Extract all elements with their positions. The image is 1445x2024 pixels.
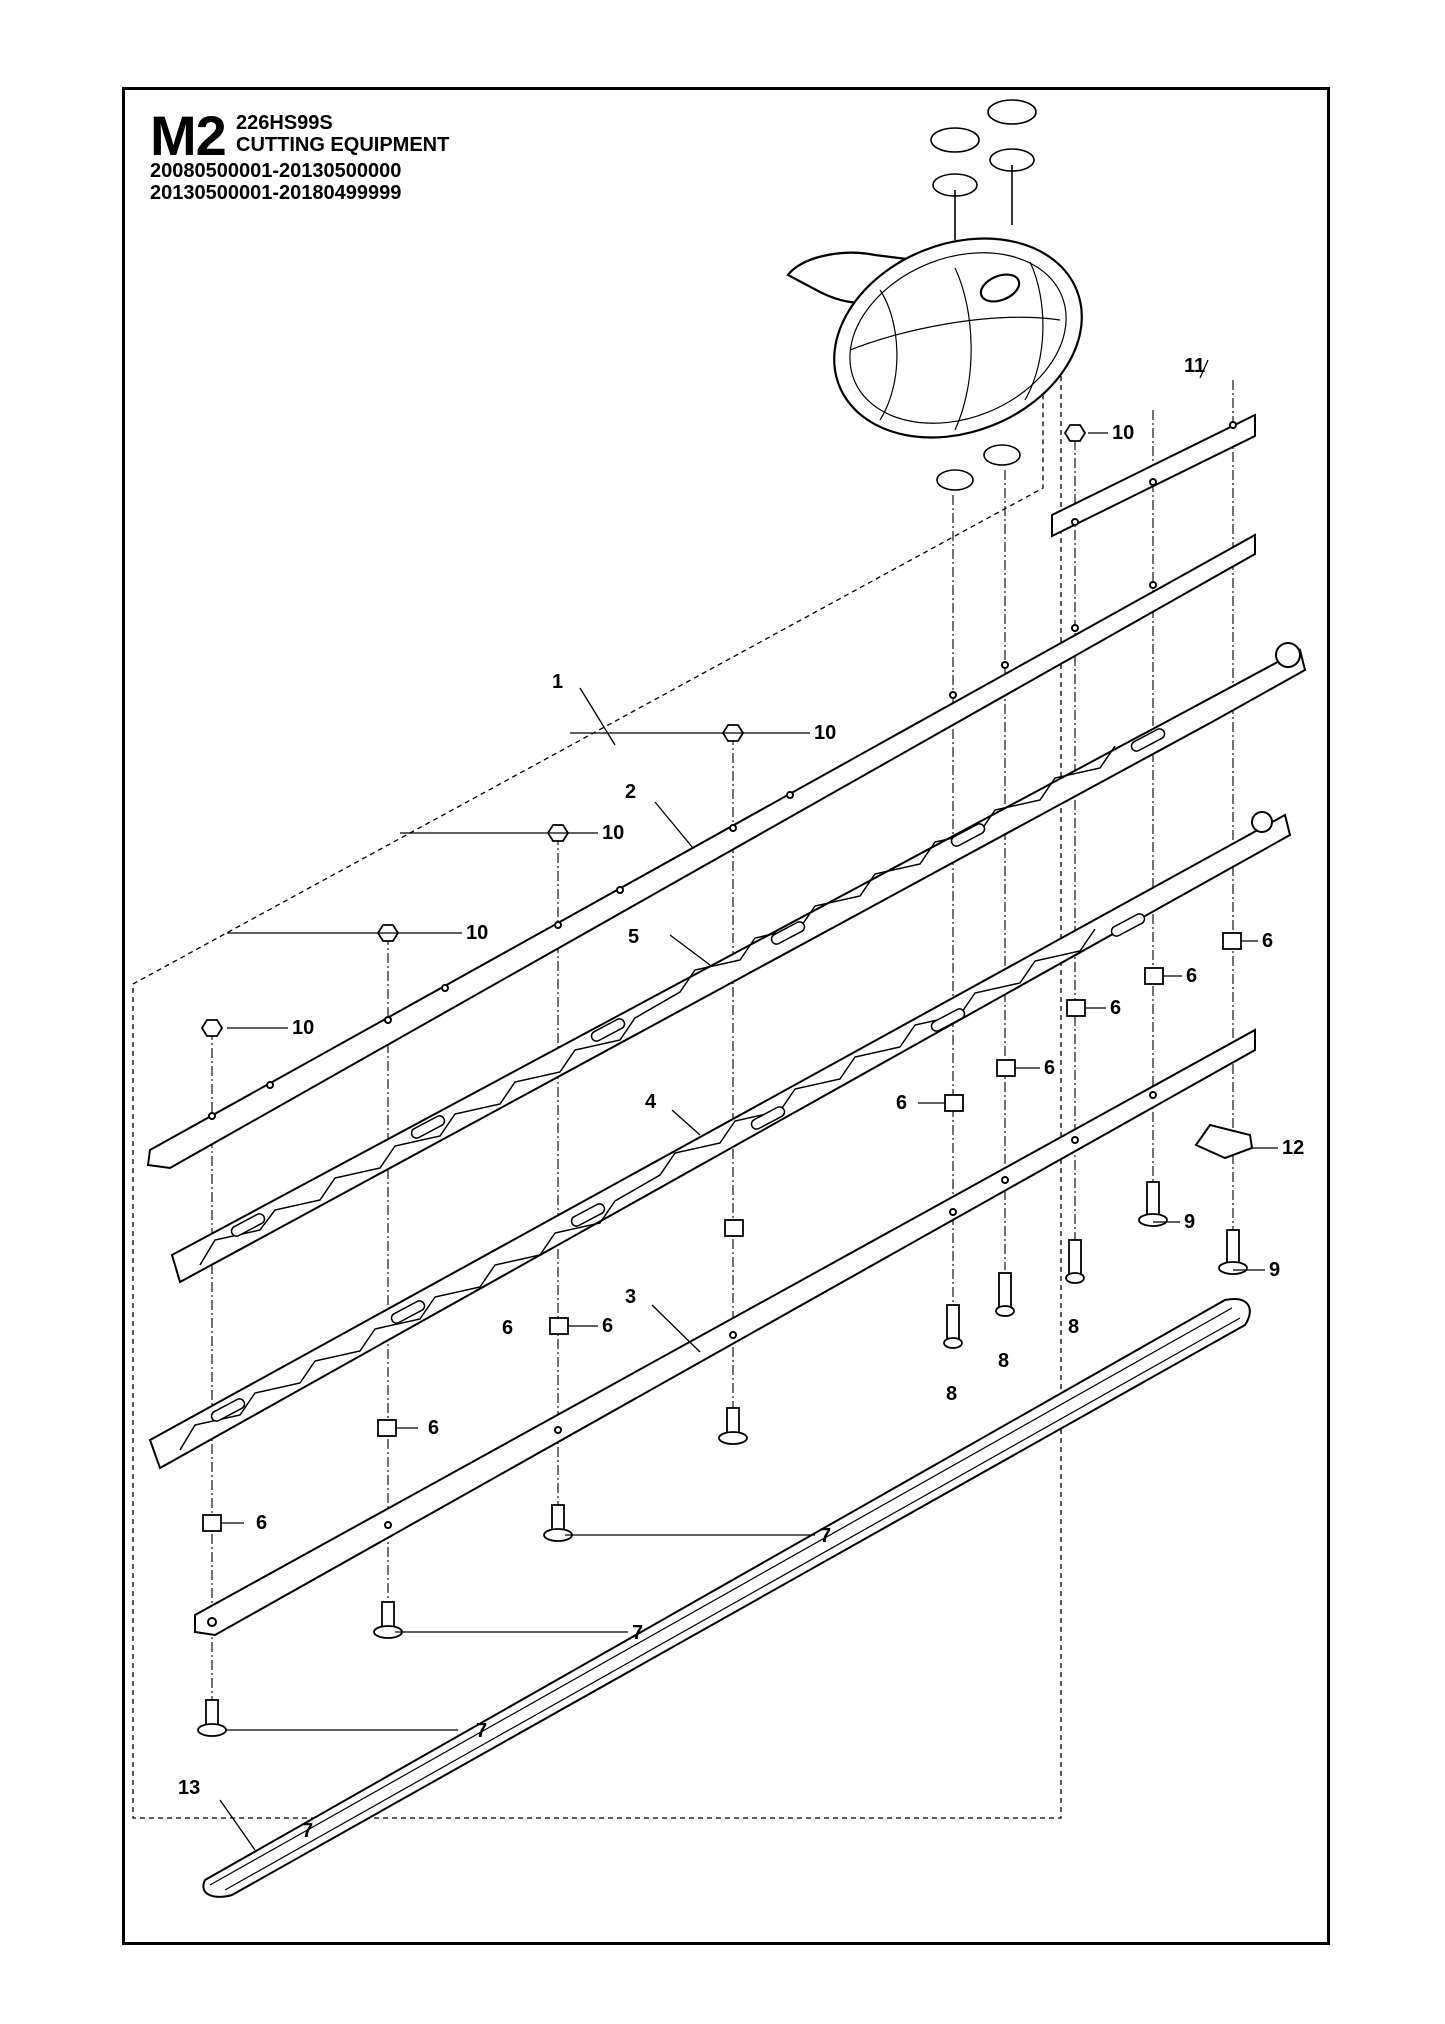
part-4-lower-blade: [148, 811, 1292, 1470]
callout-6-a: 6: [1262, 930, 1273, 952]
callout-10-e: 10: [292, 1017, 314, 1039]
part-3-lower-bar: [194, 1028, 1256, 1637]
callout-6-d: 6: [1044, 1057, 1055, 1079]
callout-1: 1: [552, 671, 563, 693]
callout-8-b: 8: [998, 1350, 1009, 1372]
callout-7-b: 7: [632, 1622, 643, 1644]
section-title: CUTTING EQUIPMENT: [236, 134, 450, 156]
model-number: 226HS99S: [236, 112, 333, 134]
leader-lines: [219, 359, 1278, 1851]
callout-6-i: 6: [256, 1512, 267, 1534]
callout-12: 12: [1282, 1137, 1304, 1159]
callout-6-h: 6: [428, 1417, 439, 1439]
serial-range-2: 20130500001-20180499999: [150, 182, 402, 204]
callout-7-c: 7: [476, 1720, 487, 1742]
callout-labels: 11 10 1 10 2 10 10 5 10 6 6 6 6 6 4 12 6…: [178, 355, 1304, 1842]
callout-6-b: 6: [1186, 965, 1197, 987]
callout-3: 3: [625, 1286, 636, 1308]
callout-8-a: 8: [1068, 1316, 1079, 1338]
callout-10-a: 10: [1112, 422, 1134, 444]
callout-8-c: 8: [946, 1383, 957, 1405]
gear-housing: [786, 237, 1083, 439]
callout-4: 4: [645, 1091, 657, 1113]
drawing-frame: [122, 87, 1330, 1945]
part-11-plate: [1051, 413, 1256, 538]
part-5-upper-blade: [170, 642, 1307, 1284]
serial-range-1: 20080500001-20130500000: [150, 160, 402, 182]
section-code: M2: [150, 104, 227, 167]
callout-9-b: 9: [1269, 1259, 1280, 1281]
top-fasteners: [930, 99, 1037, 491]
callout-6-e: 6: [896, 1092, 907, 1114]
callout-10-b: 10: [814, 722, 836, 744]
callout-9-a: 9: [1184, 1211, 1195, 1233]
callout-6-f: 6: [602, 1315, 613, 1337]
callout-7-a: 7: [820, 1525, 831, 1547]
callout-5: 5: [628, 926, 639, 948]
callout-7-d: 7: [302, 1820, 313, 1842]
callout-6-g: 6: [502, 1317, 513, 1339]
screws: [197, 1181, 1248, 1737]
callout-6-c: 6: [1110, 997, 1121, 1019]
part-12-bracket: [1194, 1123, 1254, 1160]
callout-2: 2: [625, 781, 636, 803]
callout-10-d: 10: [466, 922, 488, 944]
callout-13: 13: [178, 1777, 200, 1799]
callout-10-c: 10: [602, 822, 624, 844]
callout-11: 11: [1184, 355, 1205, 377]
part-2-upper-bar: [146, 533, 1256, 1170]
part-13-blade-guard: [202, 1298, 1251, 1898]
